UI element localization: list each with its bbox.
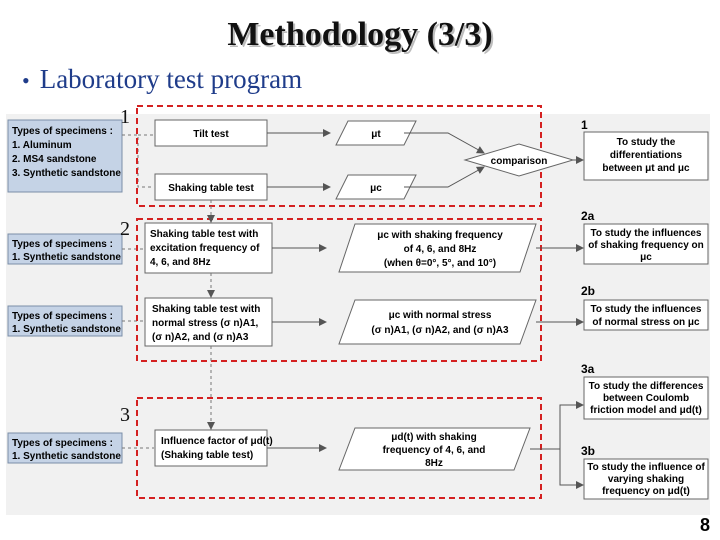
svg-text:μt: μt [371,129,381,140]
output-freq: μc with shaking frequency of 4, 6, and 8… [338,223,537,273]
specimen-box-2: Types of specimens : 1. Synthetic sandst… [7,233,123,265]
output-mu-t: μt [335,120,417,146]
svg-text:8Hz: 8Hz [425,458,443,469]
svg-text:excitation frequency of: excitation frequency of [150,243,260,254]
aim-id: 1 [581,118,588,132]
svg-text:Shaking table test with: Shaking table test with [150,229,258,240]
svg-text:μc: μc [370,183,382,194]
aim-3b: 3b To study the influence of varying sha… [581,444,709,500]
specimen-heading: Types of specimens : [12,126,113,137]
svg-text:normal stress (σ n)A1,: normal stress (σ n)A1, [152,318,259,329]
svg-text:of 4, 6, and 8Hz: of 4, 6, and 8Hz [404,244,477,255]
svg-text:(Shaking table test): (Shaking table test) [161,450,253,461]
svg-text:between Coulomb: between Coulomb [603,393,689,404]
group-label-3: 3 [120,404,130,426]
aim-id: 3a [581,362,595,376]
svg-text:frequency of 4, 6, and: frequency of 4, 6, and [383,445,486,456]
group-label-1: 1 [120,106,130,128]
svg-text:μc: μc [640,252,652,263]
shaking-normal-test-box: Shaking table test with normal stress (σ… [144,297,273,347]
svg-text:(σ n)A2, and (σ n)A3: (σ n)A2, and (σ n)A3 [152,332,249,343]
shaking-test-box: Shaking table test [154,173,268,201]
svg-text:To study the influence of: To study the influence of [587,462,705,473]
svg-text:frequency on μd(t): frequency on μd(t) [602,486,690,497]
shaking-freq-test-box: Shaking table test with excitation frequ… [144,222,273,274]
svg-text:(when θ=0°, 5°, and 10°): (when θ=0°, 5°, and 10°) [384,258,496,269]
specimen-item: 1. Synthetic sandstone [12,252,121,263]
specimen-item: 1. Synthetic sandstone [12,324,121,335]
svg-text:friction model and μd(t): friction model and μd(t) [590,405,702,416]
svg-text:of normal stress on μc: of normal stress on μc [592,317,700,328]
svg-text:varying shaking: varying shaking [608,474,684,485]
specimen-heading: Types of specimens : [12,239,113,250]
specimen-item: 1. Synthetic sandstone [12,451,121,462]
svg-text:μd(t) with shaking: μd(t) with shaking [391,432,477,443]
output-comparison: comparison [463,143,575,177]
svg-text:μc with shaking frequency: μc with shaking frequency [377,230,503,241]
svg-text:of shaking frequency on: of shaking frequency on [588,240,704,251]
svg-text:comparison: comparison [491,156,548,167]
svg-text:μc with normal stress: μc with normal stress [389,310,492,321]
specimen-box-3: Types of specimens : 1. Synthetic sandst… [7,305,123,337]
svg-text:between μt and μc: between μt and μc [602,163,690,174]
aim-3a: 3a To study the differences between Coul… [581,362,709,420]
specimen-item: 2. MS4 sandstone [12,154,97,165]
output-influence: μd(t) with shaking frequency of 4, 6, an… [338,427,531,471]
svg-text:Shaking table test: Shaking table test [168,183,254,194]
page-number: 8 [699,515,710,535]
output-normal: μc with normal stress (σ n)A1, (σ n)A2, … [338,299,537,345]
svg-text:To study the: To study the [617,137,676,148]
svg-text:To study the differences: To study the differences [589,381,704,392]
svg-text:To study the influences: To study the influences [591,304,702,315]
specimen-box-1: Types of specimens : 1. Aluminum 2. MS4 … [7,119,123,193]
svg-text:To study the influences: To study the influences [591,228,702,239]
aim-1: 1 To study the differentiations between … [581,118,709,181]
comparison-arrows [404,132,584,188]
aim-id: 3b [581,444,595,458]
bullet-text: Laboratory test program [39,64,303,94]
bullet-dot-icon: • [22,68,30,93]
specimen-heading: Types of specimens : [12,311,113,322]
svg-text:Influence factor of μd(t): Influence factor of μd(t) [161,436,273,447]
specimen-item: 1. Aluminum [12,140,72,151]
svg-text:differentiations: differentiations [610,150,683,161]
bullet-item: • Laboratory test program [22,64,302,95]
output-mu-c: μc [335,174,417,200]
svg-text:Tilt test: Tilt test [193,129,229,140]
specimen-item: 3. Synthetic sandstone [12,168,121,179]
tilt-test-box: Tilt test [154,119,268,147]
output-aim-arrows [530,244,584,489]
specimen-heading: Types of specimens : [12,438,113,449]
specimen-box-4: Types of specimens : 1. Synthetic sandst… [7,432,123,464]
aim-2a: 2a To study the influences of shaking fr… [581,209,709,265]
svg-text:Shaking table test with: Shaking table test with [152,304,260,315]
test-output-arrows [267,129,331,452]
group-label-2: 2 [120,218,130,240]
svg-text:(σ n)A1, (σ n)A2, and (σ n)A3: (σ n)A1, (σ n)A2, and (σ n)A3 [371,325,509,336]
slide-title: Methodology (3/3) [227,16,493,53]
influence-test-box: Influence factor of μd(t) (Shaking table… [154,429,273,467]
svg-text:4, 6, and 8Hz: 4, 6, and 8Hz [150,257,211,268]
aim-2b: 2b To study the influences of normal str… [581,284,709,331]
aim-id: 2a [581,209,595,223]
aim-id: 2b [581,284,595,298]
